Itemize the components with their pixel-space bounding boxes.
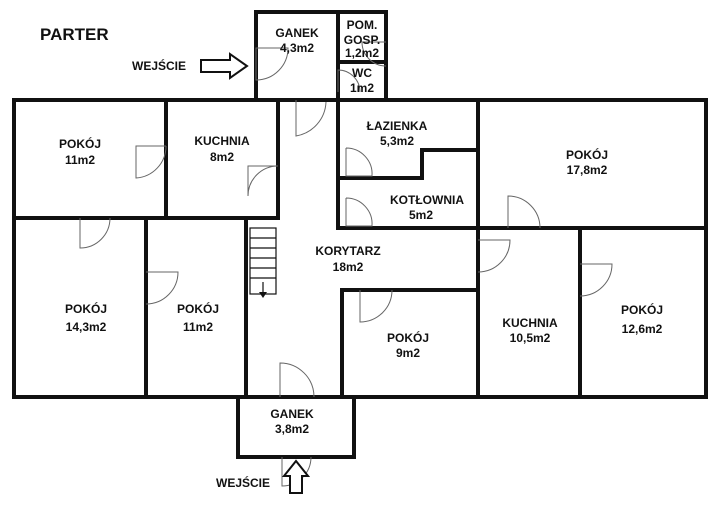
entrance-label-bottom: WEJŚCIE	[216, 475, 270, 490]
svg-text:17,8m2: 17,8m2	[567, 163, 608, 177]
svg-text:POM.: POM.	[347, 18, 378, 32]
plan-title: PARTER	[40, 25, 109, 44]
room-wc: WC 1m2	[350, 66, 374, 95]
svg-text:GANEK: GANEK	[270, 407, 314, 421]
arrow-right-icon	[200, 52, 249, 80]
svg-text:POKÓJ: POKÓJ	[65, 301, 107, 316]
svg-text:12,6m2: 12,6m2	[622, 322, 663, 336]
svg-text:KORYTARZ: KORYTARZ	[315, 244, 380, 258]
svg-text:3,8m2: 3,8m2	[275, 422, 309, 436]
svg-text:18m2: 18m2	[333, 260, 364, 274]
svg-text:GANEK: GANEK	[275, 26, 319, 40]
svg-text:14,3m2: 14,3m2	[66, 320, 107, 334]
room-kuchnia-n: KUCHNIA 8m2	[194, 134, 250, 164]
walls	[12, 10, 708, 459]
svg-text:5m2: 5m2	[409, 208, 433, 222]
svg-text:ŁAZIENKA: ŁAZIENKA	[367, 119, 428, 133]
svg-text:4,3m2: 4,3m2	[280, 41, 314, 55]
room-pokoj-sw: POKÓJ 14,3m2	[65, 301, 107, 334]
svg-text:POKÓJ: POKÓJ	[387, 330, 429, 345]
entrance-label-top: WEJŚCIE	[132, 58, 186, 73]
svg-text:POKÓJ: POKÓJ	[621, 302, 663, 317]
room-pokoj-sw2: POKÓJ 11m2	[177, 301, 219, 334]
svg-text:11m2: 11m2	[183, 320, 213, 334]
room-kuchnia-s: KUCHNIA 10,5m2	[502, 316, 558, 345]
svg-text:POKÓJ: POKÓJ	[59, 136, 101, 151]
svg-text:1m2: 1m2	[350, 81, 374, 95]
doors	[79, 41, 613, 487]
svg-text:11m2: 11m2	[65, 153, 95, 167]
svg-text:9m2: 9m2	[396, 346, 420, 360]
svg-text:5,3m2: 5,3m2	[380, 134, 414, 148]
room-ganek-bottom: GANEK 3,8m2	[270, 407, 314, 436]
svg-text:1,2m2: 1,2m2	[345, 46, 379, 60]
room-lazienka: ŁAZIENKA 5,3m2	[367, 119, 428, 148]
room-kotlownia: KOTŁOWNIA 5m2	[390, 193, 464, 222]
svg-text:KOTŁOWNIA: KOTŁOWNIA	[390, 193, 464, 207]
room-korytarz: KORYTARZ 18m2	[315, 244, 380, 274]
room-pokoj-nw: POKÓJ 11m2	[59, 136, 101, 167]
svg-text:WC: WC	[352, 66, 372, 80]
svg-text:10,5m2: 10,5m2	[510, 331, 551, 345]
room-pokoj-ne: POKÓJ 17,8m2	[566, 147, 608, 177]
svg-text:8m2: 8m2	[210, 150, 234, 164]
svg-text:POKÓJ: POKÓJ	[566, 147, 608, 162]
svg-text:KUCHNIA: KUCHNIA	[194, 134, 250, 148]
room-pokoj-s: POKÓJ 9m2	[387, 330, 429, 360]
staircase	[249, 227, 277, 298]
svg-text:POKÓJ: POKÓJ	[177, 301, 219, 316]
room-ganek-top: GANEK 4,3m2	[275, 26, 319, 55]
room-pokoj-se: POKÓJ 12,6m2	[621, 302, 663, 336]
svg-text:KUCHNIA: KUCHNIA	[502, 316, 558, 330]
arrow-up-icon	[281, 459, 311, 494]
svg-text:GOSP.: GOSP.	[344, 33, 380, 47]
room-pom-gosp: POM. GOSP. 1,2m2	[344, 18, 380, 60]
